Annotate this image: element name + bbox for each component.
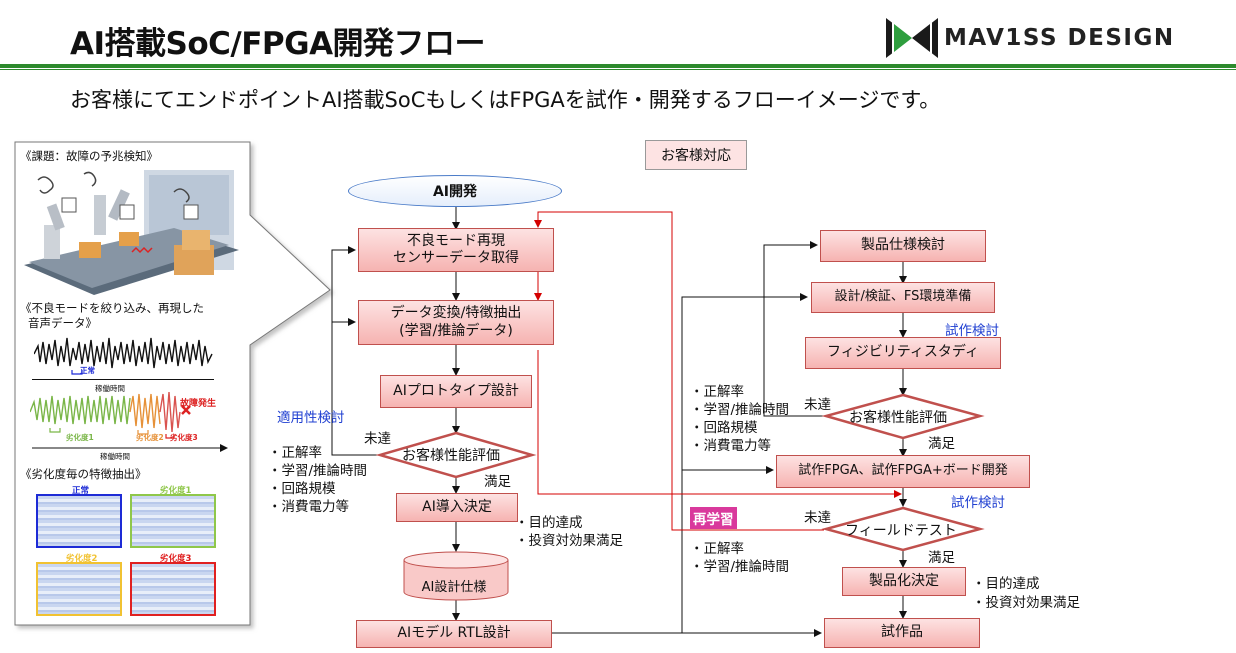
box-product-spec: 製品仕様検討 [820, 230, 986, 262]
left-decision-label: お客様性能評価 [402, 448, 500, 464]
deg2-label: 劣化度2 [136, 433, 164, 442]
right-decision-2: フィールドテスト [845, 523, 957, 539]
left-goal-1: ・投資対効果満足 [515, 533, 623, 549]
spectrogram-deg1 [130, 494, 216, 548]
logo-icon [886, 18, 938, 58]
logo-text: MAV1SS DESIGN [944, 25, 1175, 51]
box-defect-line2: センサーデータ取得 [393, 250, 519, 266]
applicability-label: 適用性検討 [277, 410, 345, 426]
right-criteria1-0: ・正解率 [690, 384, 744, 400]
box-data-convert: データ変換/特徴抽出 (学習/推論データ) [358, 300, 554, 345]
box-defect-line1: 不良モード再現 [407, 232, 505, 249]
right-not-met-1: 未達 [804, 397, 831, 413]
box-trial-fpga: 試作FPGA、試作FPGA+ボード開発 [776, 455, 1030, 488]
wave-normal-label: 正常 [80, 366, 95, 375]
right-criteria2-1: ・学習/推論時間 [690, 559, 790, 575]
right-not-met-2: 未達 [804, 510, 831, 526]
box-convert-line2: (学習/推論データ) [399, 322, 513, 339]
spec-label-normal: 正常 [72, 486, 90, 496]
normal-waveform [34, 337, 213, 375]
trial-label-1: 試作検討 [945, 323, 999, 339]
page-title: AI搭載SoC/FPGA開発フロー [70, 26, 486, 62]
right-met-2: 満足 [928, 550, 955, 566]
left-not-met: 未達 [364, 431, 391, 447]
spectrogram-deg2 [36, 562, 122, 616]
ai-dev-start: AI開発 [348, 175, 562, 207]
right-decision-1: お客様性能評価 [849, 410, 947, 426]
box-prototype: 試作品 [824, 618, 980, 648]
left-criteria-0: ・正解率 [268, 445, 322, 461]
spec-label-deg1: 劣化度1 [160, 486, 192, 496]
right-criteria1-1: ・学習/推論時間 [690, 402, 790, 418]
left-criteria-3: ・消費電力等 [268, 499, 349, 515]
box-convert-line1: データ変換/特徴抽出 [390, 305, 522, 321]
db-ai-spec: AI設計仕様 [421, 580, 487, 595]
right-goal-0: ・目的達成 [972, 576, 1040, 592]
page-subtitle: お客様にてエンドポイントAI搭載SoCもしくはFPGAを試作・開発するフローイメ… [70, 88, 941, 112]
header-divider [0, 64, 1236, 68]
panel-heading-3: 《劣化度毎の特徴抽出》 [20, 467, 147, 481]
time-axis-1 [32, 379, 214, 380]
left-criteria-1: ・学習/推論時間 [268, 463, 368, 479]
right-criteria2-0: ・正解率 [690, 541, 744, 557]
fault-label: 故障発生 [180, 399, 217, 409]
spec-label-deg3: 劣化度3 [160, 554, 192, 564]
deg1-label: 劣化度1 [66, 433, 94, 442]
box-defect-reproduce: 不良モード再現 センサーデータ取得 [358, 228, 554, 272]
panel-heading-2b: 音声データ》 [28, 316, 97, 330]
panel-heading-2a: 《不良モードを絞り込み、再現した [20, 301, 204, 315]
box-ai-prototype: AIプロトタイプ設計 [380, 375, 532, 408]
right-criteria1-2: ・回路規模 [690, 420, 758, 436]
time-axis-2-label: 稼働時間 [100, 452, 130, 461]
spec-label-deg2: 劣化度2 [66, 554, 98, 564]
spectrogram-normal [36, 494, 122, 548]
left-goal-0: ・目的達成 [515, 515, 583, 531]
trial-label-2: 試作検討 [951, 495, 1005, 511]
left-met: 満足 [484, 474, 511, 490]
box-ai-rtl: AIモデル RTL設計 [356, 620, 552, 648]
panel-heading-1: 《課題：故障の予兆検知》 [20, 149, 158, 163]
header-divider-thin [0, 69, 1236, 70]
deg3-label: 劣化度3 [170, 433, 198, 442]
left-criteria-2: ・回路規模 [268, 481, 336, 497]
box-productize: 製品化決定 [842, 567, 966, 596]
right-goal-1: ・投資対効果満足 [972, 595, 1080, 611]
customer-support-box: お客様対応 [645, 140, 747, 170]
box-ai-adopt: AI導入決定 [396, 493, 518, 522]
right-criteria1-3: ・消費電力等 [690, 438, 771, 454]
box-feasibility: フィジビリティスタディ [805, 337, 1001, 369]
factory-illustration [24, 170, 239, 295]
spectrogram-deg3 [130, 562, 216, 616]
relearn-badge: 再学習 [690, 507, 737, 529]
degradation-waveform [30, 392, 228, 452]
right-met-1: 満足 [928, 436, 955, 452]
time-axis-1-label: 稼働時間 [95, 384, 125, 393]
box-design-verify: 設計/検証、FS環境準備 [811, 282, 995, 313]
